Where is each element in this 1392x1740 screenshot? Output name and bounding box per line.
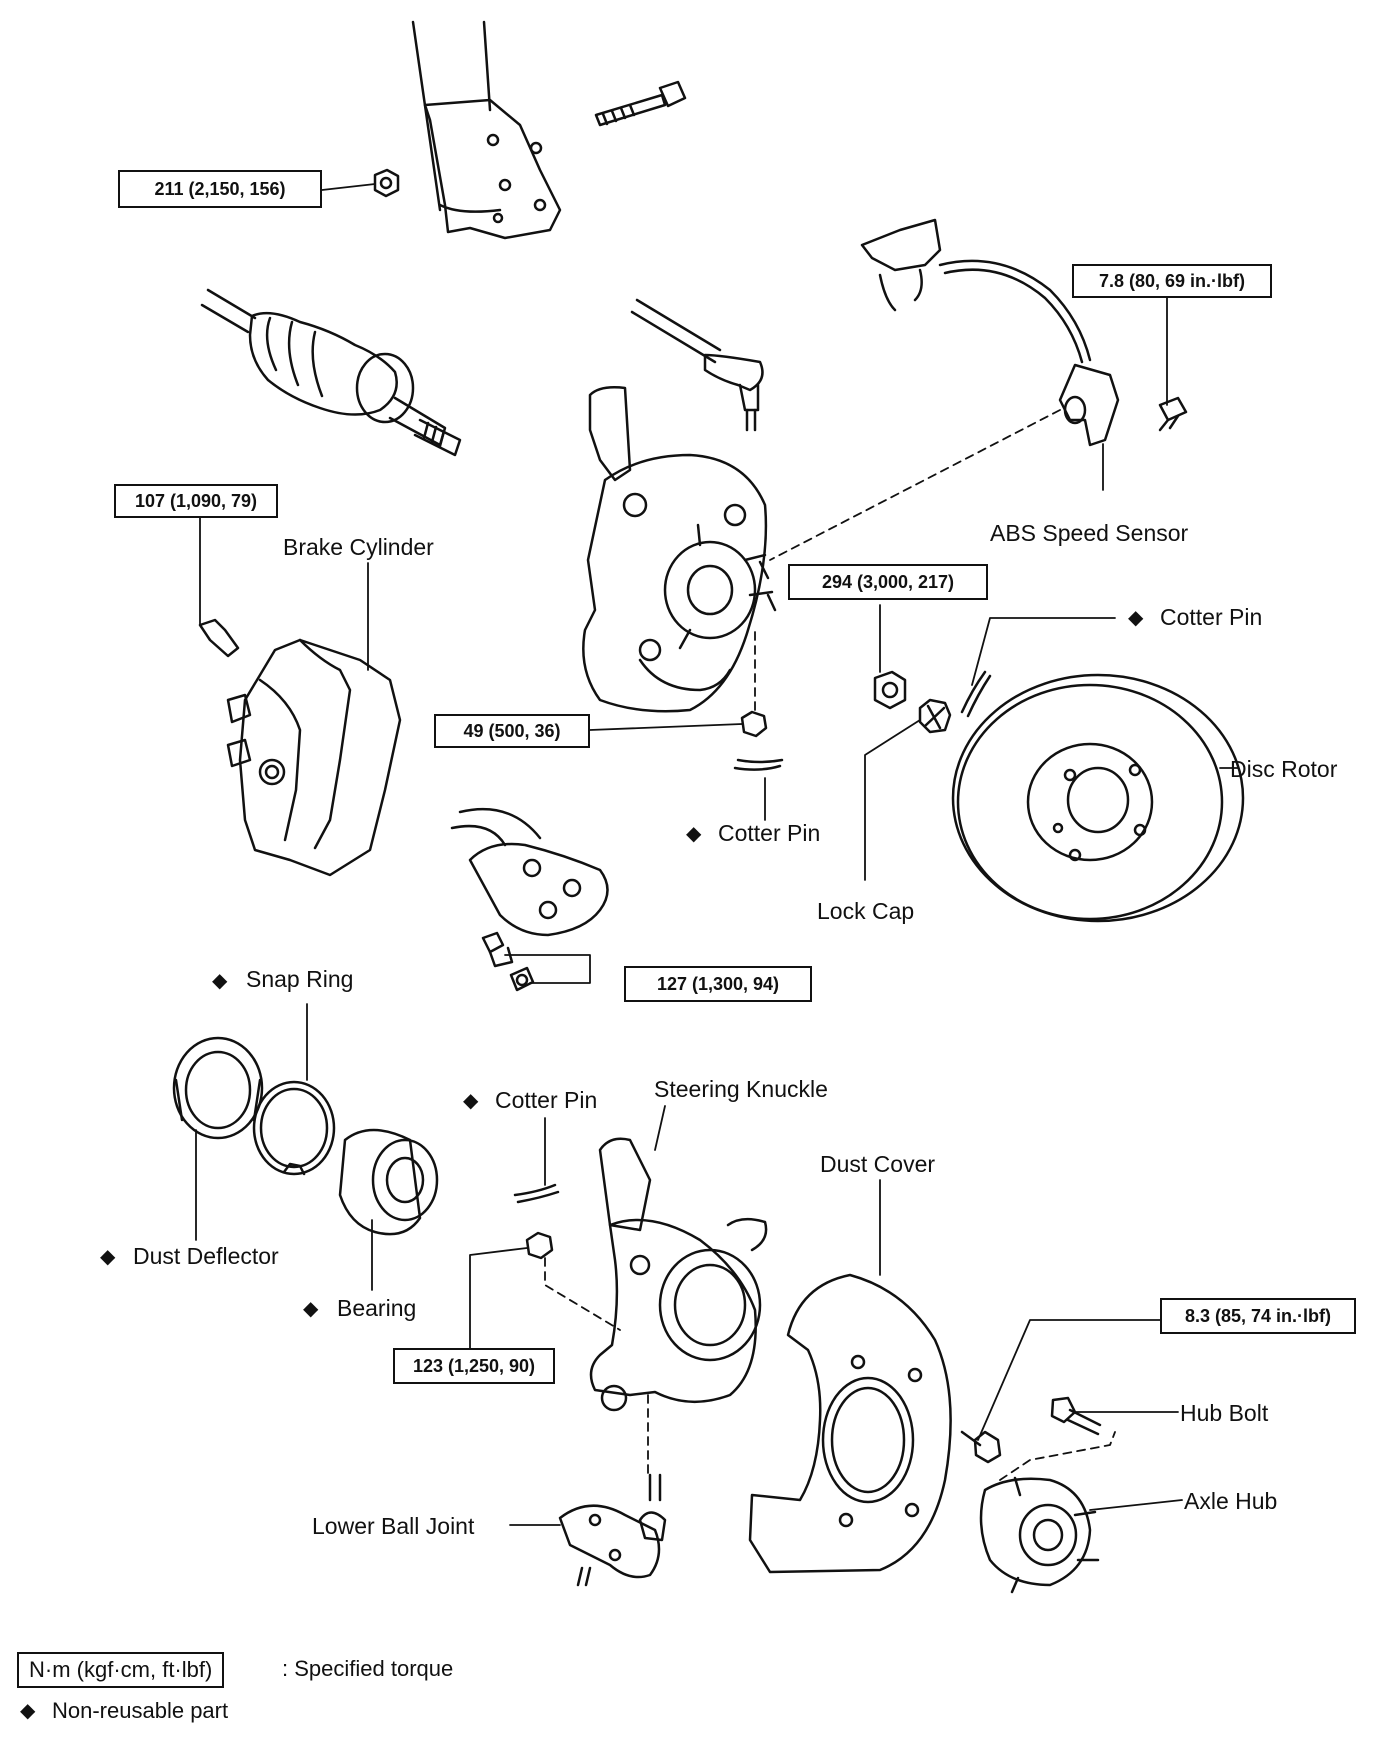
torque-abs-sensor-bolt: 7.8 (80, 69 in.·lbf): [1072, 264, 1272, 298]
label-snap-ring: Snap Ring: [246, 966, 354, 992]
label-cotter-pin-rotor: Cotter Pin: [1160, 604, 1263, 630]
label-cotter-pin-lower: Cotter Pin: [495, 1087, 598, 1113]
lower-arm-drawing: [450, 807, 609, 937]
label-abs-speed-sensor: ABS Speed Sensor: [990, 520, 1189, 546]
lower-arm-bolts-drawing: [481, 931, 535, 992]
strut-drawing: [411, 20, 562, 240]
dust-deflector-drawing: [172, 1036, 264, 1140]
ball-joint-nut-drawing: [525, 1231, 554, 1260]
knuckle-upper-drawing: [582, 386, 777, 713]
torque-strut-bolt: 211 (2,150, 156): [118, 170, 322, 208]
legend-non-reusable: Non-reusable part: [52, 1698, 229, 1723]
disc-rotor-drawing: [951, 673, 1245, 923]
bearing-drawing: [338, 1128, 439, 1236]
non-reusable-marker-icon: ◆: [303, 1296, 319, 1320]
non-reusable-marker-icon: ◆: [20, 1698, 36, 1722]
label-dust-cover: Dust Cover: [820, 1151, 936, 1177]
axle-hub-drawing: [979, 1476, 1100, 1594]
non-reusable-marker-icon: ◆: [100, 1244, 116, 1268]
strut-nut-drawing: [373, 168, 400, 198]
snap-ring-drawing: [252, 1080, 336, 1176]
torque-hub-nut: 294 (3,000, 217): [788, 564, 988, 600]
legend-torque-unit: N·m (kgf·cm, ft·lbf): [17, 1652, 225, 1688]
tie-rod-nut-drawing: [740, 710, 768, 738]
non-reusable-marker-icon: ◆: [686, 821, 702, 845]
dashed-lines: [544, 409, 1116, 1481]
label-cotter-pin-mid: Cotter Pin: [718, 820, 821, 846]
legend-torque-desc: : Specified torque: [282, 1656, 454, 1681]
label-brake-cylinder: Brake Cylinder: [283, 534, 434, 560]
non-reusable-marker-icon: ◆: [463, 1088, 479, 1112]
torque-caliper-bolt: 107 (1,090, 79): [114, 484, 278, 518]
torque-tie-rod-nut: 49 (500, 36): [434, 714, 590, 748]
dust-cover-bolt-drawing: [960, 1430, 1002, 1464]
leader-lines: [195, 183, 1239, 1526]
abs-sensor-drawing: [860, 218, 1188, 447]
non-reusable-marker-icon: ◆: [212, 968, 228, 992]
label-steering-knuckle: Steering Knuckle: [654, 1076, 828, 1102]
label-dust-deflector: Dust Deflector: [133, 1243, 279, 1269]
dust-cover-drawing: [748, 1273, 952, 1574]
cotter-pin-mid-drawing: [733, 758, 784, 771]
lock-cap-drawing: [918, 698, 952, 734]
label-hub-bolt: Hub Bolt: [1180, 1400, 1269, 1426]
strut-bolt-drawing: [594, 80, 687, 127]
label-lower-ball-joint: Lower Ball Joint: [312, 1513, 475, 1539]
label-bearing: Bearing: [337, 1295, 417, 1321]
tie-rod-drawing: [630, 298, 764, 432]
torque-dust-cover-bolt: 8.3 (85, 74 in.·lbf): [1160, 1298, 1356, 1334]
label-lock-cap: Lock Cap: [817, 898, 915, 924]
torque-ball-joint-nut: 123 (1,250, 90): [393, 1348, 555, 1384]
hub-bolt-drawing: [1050, 1396, 1102, 1436]
label-axle-hub: Axle Hub: [1184, 1488, 1278, 1514]
cotter-pin-rotor-drawing: [960, 670, 992, 718]
brake-cylinder-drawing: [198, 618, 402, 877]
label-disc-rotor: Disc Rotor: [1230, 756, 1338, 782]
hub-nut-drawing: [873, 670, 907, 710]
driveshaft-drawing: [200, 288, 462, 457]
cotter-pin-lower-drawing: [513, 1183, 560, 1204]
knuckle-lower-drawing: [589, 1137, 768, 1412]
torque-lower-arm-nut: 127 (1,300, 94): [624, 966, 812, 1002]
non-reusable-marker-icon: ◆: [1128, 605, 1144, 629]
lower-ball-joint-drawing: [558, 1473, 667, 1587]
